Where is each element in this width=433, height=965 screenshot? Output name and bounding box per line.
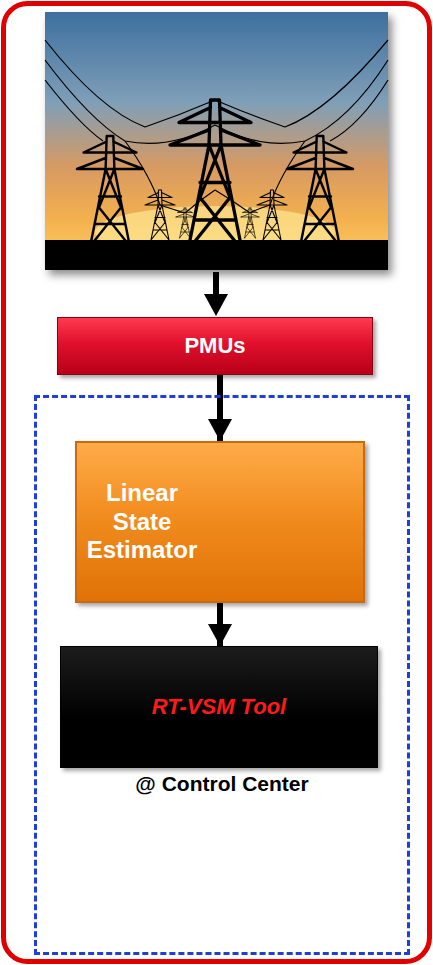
flow-arrow (217, 375, 223, 441)
node-label: PMUs (184, 333, 245, 359)
sky (45, 12, 388, 270)
transmission-towers (77, 100, 353, 250)
photo-arrow-head (204, 294, 228, 316)
flow-arrow (217, 603, 223, 646)
ground (45, 240, 388, 270)
process-box: Linear State Estimator (75, 441, 365, 603)
power-line-photo (45, 12, 388, 270)
node-label: RT-VSM Tool (61, 694, 377, 720)
photo-arrow (213, 272, 219, 296)
node-label: Linear State Estimator (77, 479, 207, 565)
tool-box: RT-VSM Tool (60, 646, 378, 768)
process-box: PMUs (57, 317, 373, 375)
node-label: @ Control Center (37, 772, 407, 796)
power-wires (45, 40, 388, 213)
outer-frame (4, 4, 430, 962)
region-box: @ Control Center Linear State EstimatorRT… (34, 395, 410, 955)
